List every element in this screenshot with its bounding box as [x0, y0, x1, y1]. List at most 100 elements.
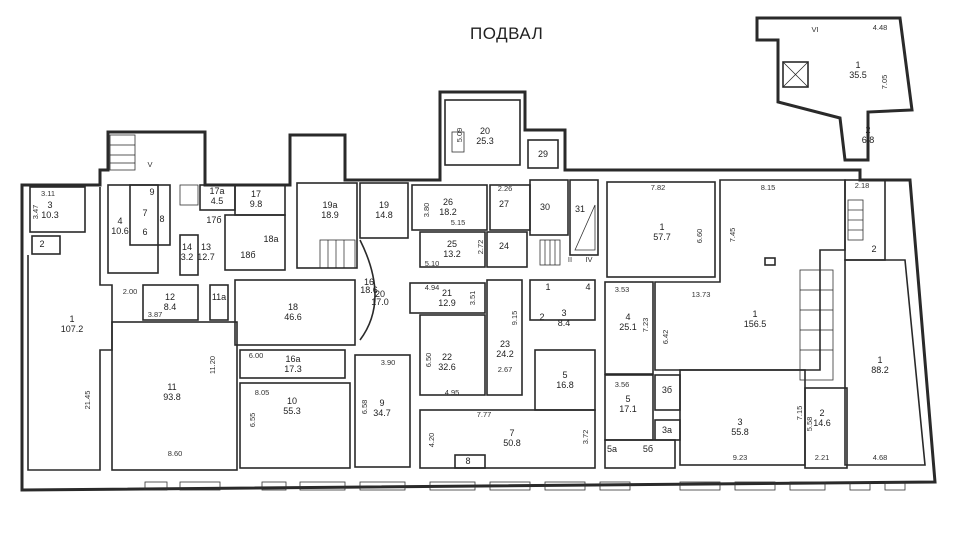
dimension: 7.77 — [477, 410, 492, 419]
room-number: 11а — [212, 292, 226, 302]
room-number: 2 — [539, 312, 544, 322]
room-area: 55.8 — [731, 427, 749, 437]
room-number: 16 — [364, 277, 374, 287]
room-area: 18.9 — [321, 210, 339, 220]
room-area: 25.3 — [476, 136, 494, 146]
room-number: 3 — [737, 417, 742, 427]
dimension: 5.15 — [451, 218, 466, 227]
room-number: 3 — [561, 308, 566, 318]
dimension: 7.05 — [880, 75, 889, 90]
dimension: 3.51 — [468, 291, 477, 306]
room-number: 11 — [167, 382, 176, 392]
room-number: 3а — [662, 425, 672, 435]
section-mark: V — [147, 160, 152, 169]
room-number: 2 — [39, 239, 44, 249]
dimension: 2.72 — [476, 240, 485, 255]
plan-title: ПОДВАЛ — [470, 24, 544, 43]
dimension: 6.58 — [360, 400, 369, 415]
room-number: 18а — [263, 234, 278, 244]
dimension: 9.15 — [510, 311, 519, 326]
room-area: 46.6 — [284, 312, 302, 322]
room-number: 5 — [562, 370, 567, 380]
dimension: 3.47 — [31, 205, 40, 220]
room-area: 10.3 — [41, 210, 59, 220]
dimension: 8.60 — [168, 449, 183, 458]
dimension: 7.23 — [641, 318, 650, 333]
dimension: 3.56 — [615, 380, 630, 389]
dimension: 3.90 — [381, 358, 396, 367]
room-number: 7 — [142, 208, 147, 218]
room-number: 21 — [442, 288, 452, 298]
stairs — [109, 131, 864, 381]
room-area: 14.8 — [375, 210, 393, 220]
dimension: 6.00 — [249, 351, 264, 360]
room-number: 6 — [142, 227, 147, 237]
dimension: 5.58 — [805, 417, 814, 432]
room-number: 5 — [625, 394, 630, 404]
room-number: 1 — [69, 314, 74, 324]
section-mark: VI — [811, 25, 818, 34]
room-number: 2 — [819, 408, 824, 418]
room-number: 18б — [240, 250, 255, 260]
dimension: 5.10 — [425, 259, 440, 268]
room-number: 23 — [500, 339, 510, 349]
room-number: 17а — [209, 186, 224, 196]
outer-wall — [20, 90, 937, 492]
dimension: 9.23 — [733, 453, 748, 462]
room-number: 12 — [165, 292, 175, 302]
room-number: 1 — [545, 282, 550, 292]
dimension: 2.26 — [498, 184, 513, 193]
dimension: 4.68 — [873, 453, 888, 462]
dimension: 3.80 — [422, 203, 431, 218]
room-area: 13.2 — [443, 249, 461, 259]
room-number: 2 — [871, 244, 876, 254]
dimension: 6.60 — [695, 229, 704, 244]
dimension: 6.55 — [248, 413, 257, 428]
room-number: 10 — [287, 396, 297, 406]
dimension: 3.87 — [148, 310, 163, 319]
room-number: 4 — [625, 312, 630, 322]
dimension: 8.05 — [255, 388, 270, 397]
room-area: 57.7 — [653, 232, 671, 242]
room-number: 18 — [288, 302, 298, 312]
dimension: 21.45 — [83, 391, 92, 410]
room-number: 22 — [442, 352, 452, 362]
room-number: 7 — [509, 428, 514, 438]
room-area: 10.6 — [111, 226, 129, 236]
room-number: 31 — [575, 204, 585, 214]
room-area: 18.2 — [439, 207, 457, 217]
room-number: 8 — [465, 456, 470, 466]
room-walls — [27, 99, 926, 471]
section-mark: IV — [585, 255, 592, 264]
dimension: 7.15 — [795, 406, 804, 421]
room-area: 8.4 — [558, 318, 571, 328]
room-area: 14.6 — [813, 418, 831, 428]
room-area: 88.2 — [871, 365, 889, 375]
section-mark: II — [568, 255, 572, 264]
room-number: 9 — [379, 398, 384, 408]
room-number: 1 — [752, 309, 757, 319]
room-number: 20 — [480, 126, 490, 136]
dimension: 3.11 — [41, 189, 55, 198]
room-number: 5б — [643, 444, 653, 454]
room-number: 5а — [607, 444, 617, 454]
room-number: 20 — [375, 289, 385, 299]
dimension: 6.50 — [424, 353, 433, 368]
dimension: 2.67 — [498, 365, 513, 374]
room-number: 3б — [662, 385, 672, 395]
room-area: 9.8 — [250, 199, 263, 209]
room-area: 12.9 — [438, 298, 456, 308]
room-area: 17.1 — [619, 404, 637, 414]
room-area: 34.7 — [373, 408, 391, 418]
room-area: 17.3 — [284, 364, 302, 374]
room-area: 8.4 — [164, 302, 177, 312]
room-area: 107.2 — [61, 324, 84, 334]
dimension: 4.20 — [427, 433, 436, 448]
room-area: 50.8 — [503, 438, 521, 448]
room-number: 17б — [206, 215, 221, 225]
dimension: 7.45 — [728, 228, 737, 243]
dimension: 8.15 — [761, 183, 776, 192]
room-number: 4 — [585, 282, 590, 292]
dimension: 7.82 — [651, 183, 666, 192]
